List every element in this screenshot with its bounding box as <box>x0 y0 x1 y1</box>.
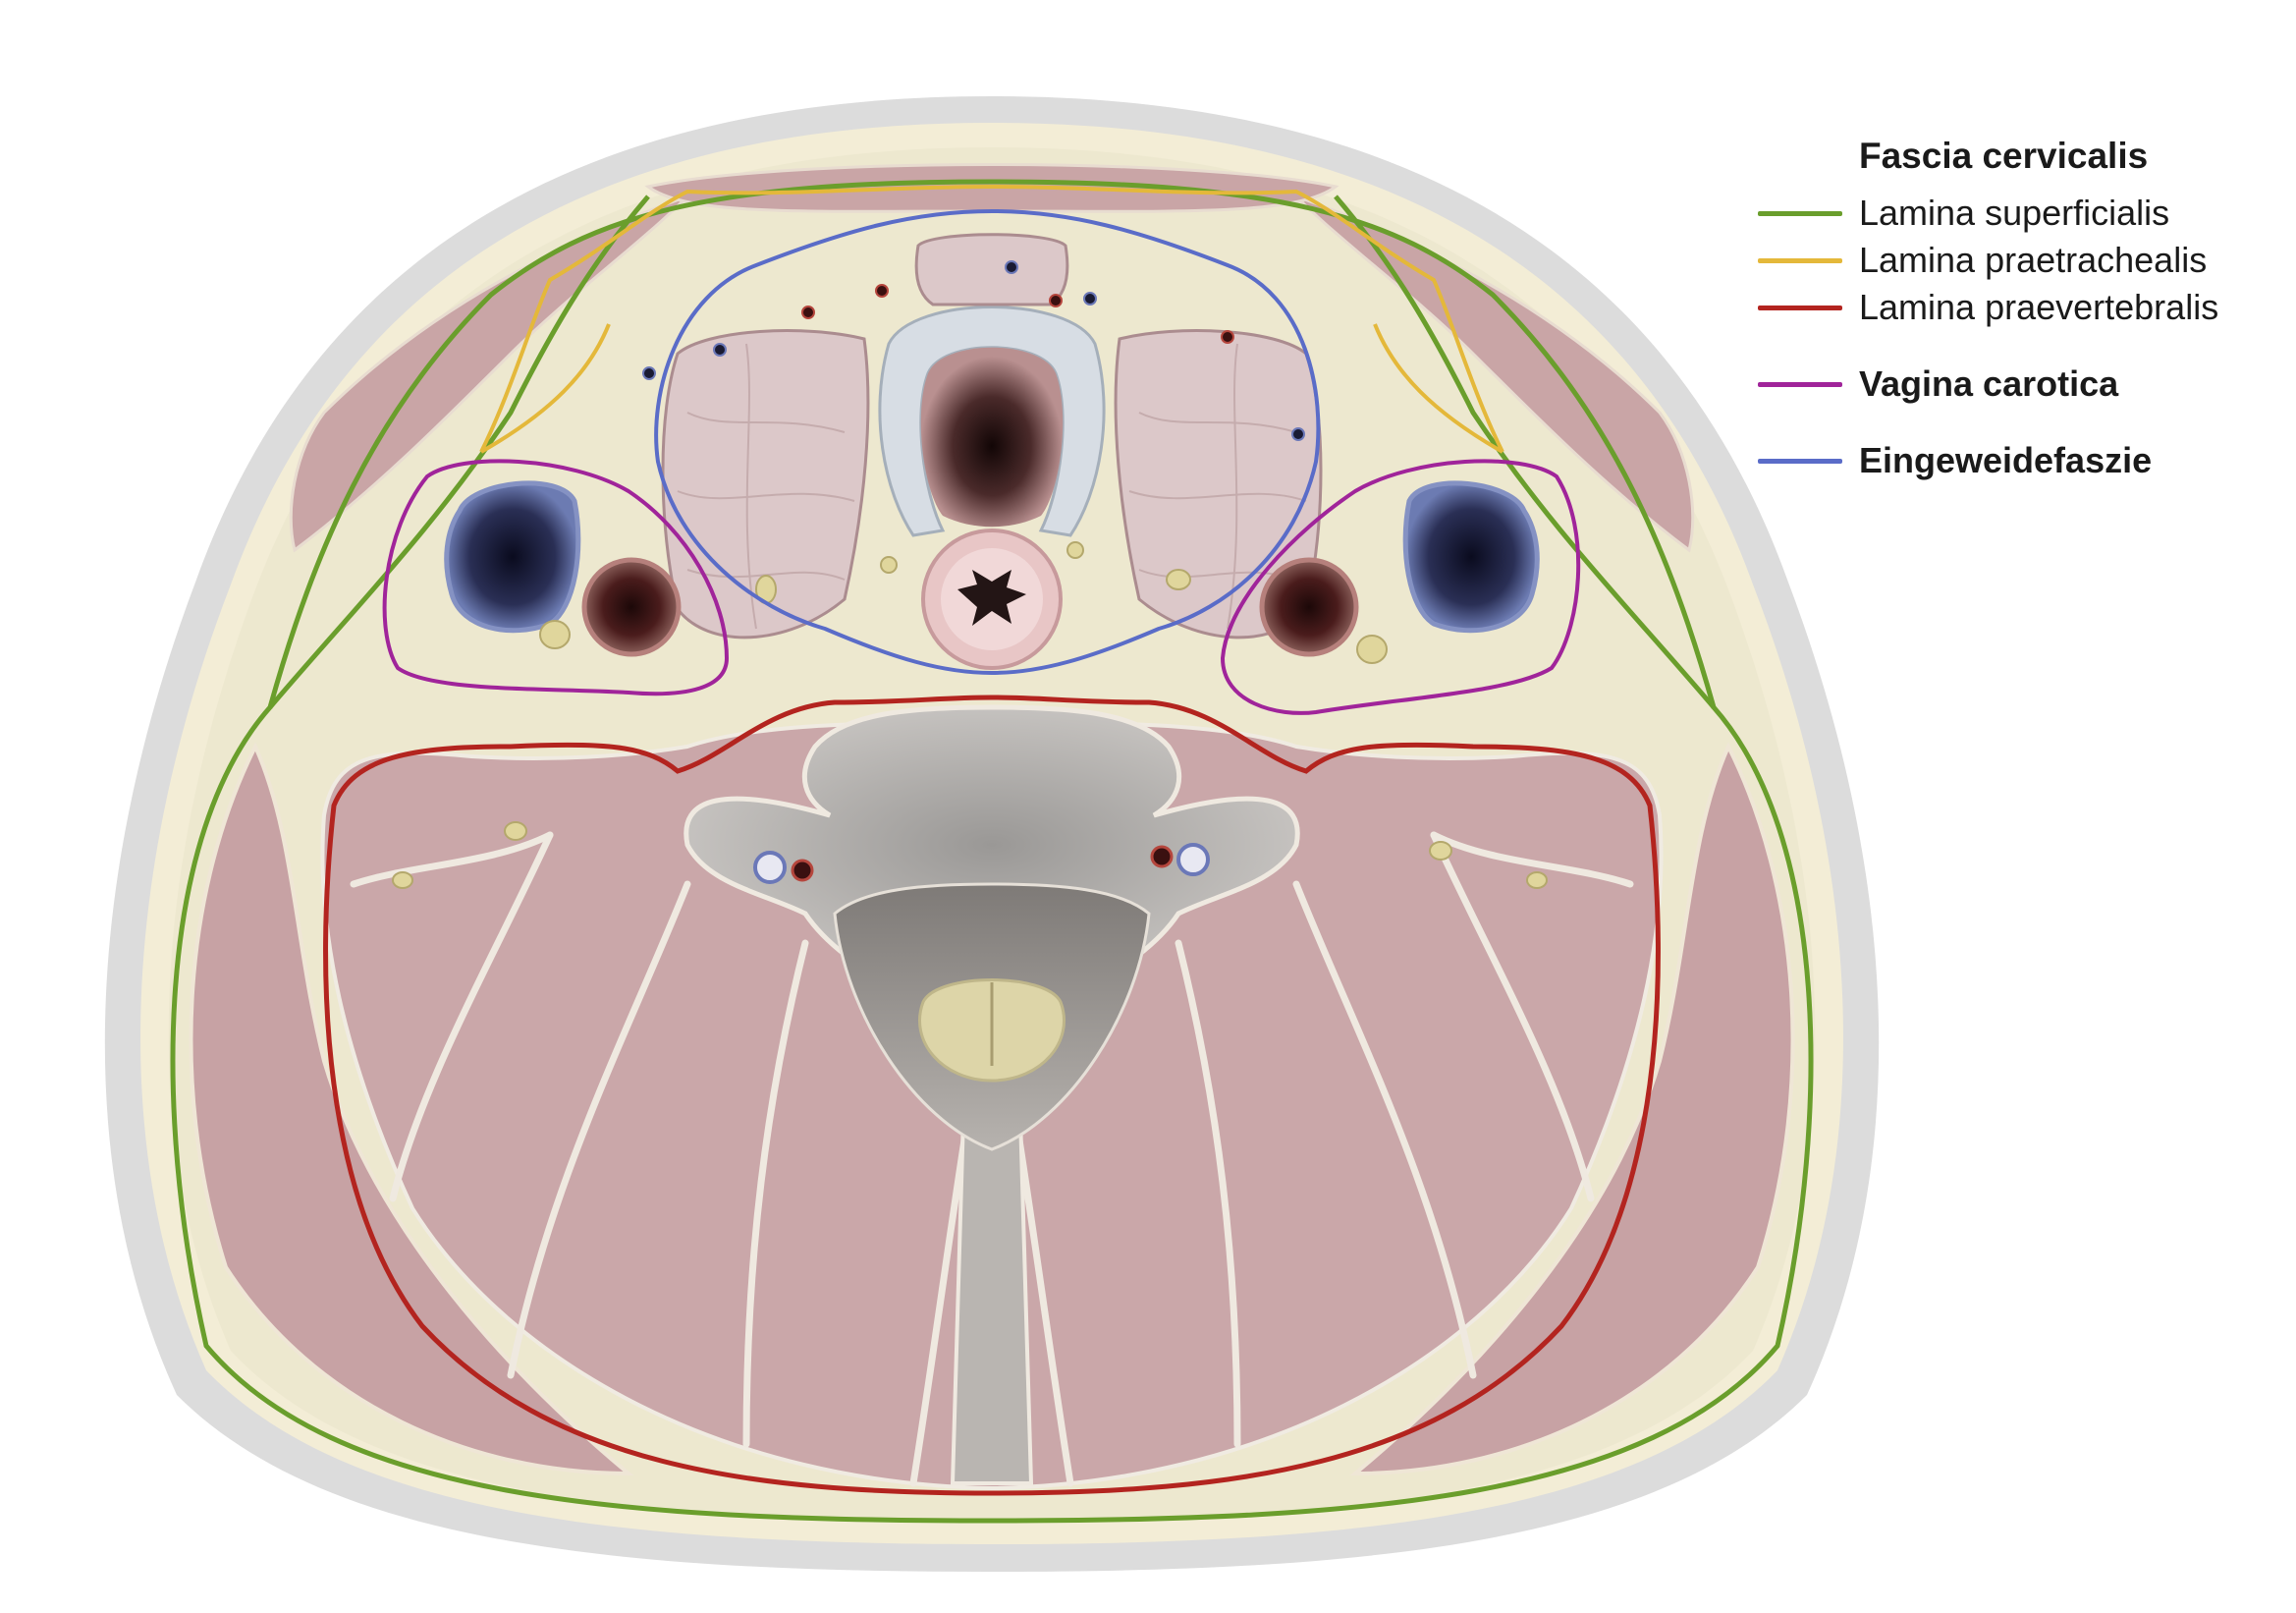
vertebral-vein-left <box>753 851 787 884</box>
legend-swatch <box>1758 305 1842 310</box>
vertebral-vein-right <box>1176 843 1210 876</box>
vagus-nerve-right <box>1356 635 1388 664</box>
legend-item-lamina-praevertebralis: Lamina praevertebralis <box>1758 284 2269 331</box>
vagus-nerve-left <box>539 620 571 649</box>
thyroid-texture <box>677 343 1307 630</box>
vagina-carotica-right-line <box>1220 459 1581 715</box>
common-carotid-artery-left <box>581 557 682 657</box>
lamina-praevertebralis-line <box>323 695 1661 1496</box>
legend-label: Eingeweidefaszie <box>1859 440 2153 480</box>
legend-label: Lamina praetrachealis <box>1859 240 2208 280</box>
legend-title: Fascia cervicalis <box>1859 136 2149 176</box>
esophagus-lumen <box>957 570 1026 626</box>
internal-jugular-vein-right <box>1402 480 1540 634</box>
muscle-left-trapezius <box>189 742 634 1476</box>
legend-swatch <box>1758 458 1842 464</box>
legend-swatch <box>1758 257 1842 263</box>
legend-swatch <box>1758 210 1842 216</box>
vagina-carotica-left-line <box>382 459 730 696</box>
muscle-left-superficial <box>289 195 689 553</box>
legend-swatch <box>1758 381 1842 387</box>
internal-jugular-vein-left <box>444 480 581 634</box>
legend-item-lamina-praetrachealis: Lamina praetrachealis <box>1758 237 2269 284</box>
small-nerves <box>392 541 1548 889</box>
lamina-superficialis-line <box>170 179 1814 1524</box>
legend-label: Lamina superficialis <box>1859 193 2170 233</box>
legend-item-lamina-superficialis: Lamina superficialis <box>1758 190 2269 237</box>
eingeweidefaszie-line <box>654 208 1321 676</box>
legend-label: Lamina praevertebralis <box>1859 287 2219 327</box>
thyroid-lobe-right <box>1114 329 1323 640</box>
lamina-praetrachealis-line <box>479 184 1504 453</box>
small-thyroid-vessels <box>642 260 1305 441</box>
legend-item-eingeweidefaszie: Eingeweidefaszie <box>1758 437 2269 484</box>
legend: Fascia cervicalis Lamina superficialis L… <box>1758 133 2269 484</box>
common-carotid-artery-right <box>1259 557 1359 657</box>
legend-item-vagina-carotica: Vagina carotica <box>1758 361 2269 408</box>
muscle-right-trapezius <box>1349 742 1795 1476</box>
trachea-lumen <box>920 347 1064 528</box>
vertebral-artery-left <box>791 859 814 882</box>
vertebral-artery-right <box>1150 845 1174 868</box>
larynx-top <box>914 233 1069 306</box>
muscle-right-superficial <box>1294 195 1695 553</box>
legend-label: Vagina carotica <box>1859 363 2119 404</box>
